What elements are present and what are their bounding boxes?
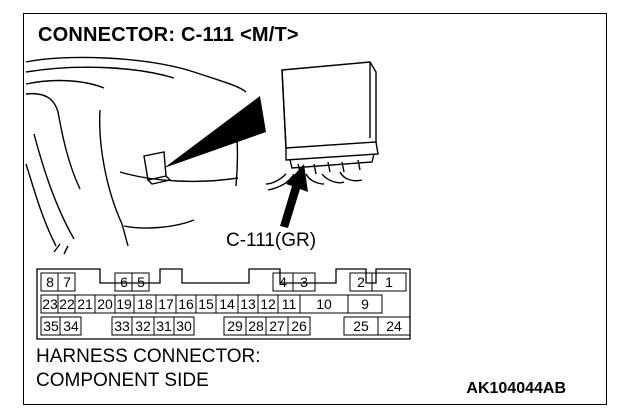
pin-number: 7 [63,274,71,290]
pin-number: 11 [281,296,297,312]
pin-number: 31 [156,318,172,334]
pin-number: 25 [353,318,369,334]
pin-number: 3 [300,274,308,290]
pin-number: 9 [361,296,369,312]
pin-number: 27 [269,318,285,334]
connector-location-illustration [25,56,411,340]
caption-harness-connector: HARNESS CONNECTOR: [36,346,261,367]
pin-number: 2 [357,274,365,290]
pin-number: 14 [219,296,235,312]
connector-callout-label: C-111(GR) [226,230,317,251]
pin-number: 5 [137,274,145,290]
pin-number: 24 [386,318,402,334]
page-title: CONNECTOR: C-111 <M/T> [38,24,299,46]
pin-number: 6 [120,274,128,290]
pin-number: 30 [176,318,192,334]
pin-number: 16 [178,296,194,312]
pin-number: 26 [291,318,307,334]
pin-number: 13 [240,296,256,312]
pin-number: 21 [77,296,93,312]
pin-number: 4 [279,274,287,290]
pin-number: 10 [316,296,332,312]
pin-number: 20 [97,296,113,312]
figure-code: AK104044AB [466,380,566,397]
diagram-frame: CONNECTOR: C-111 <M/T> [23,13,607,405]
pin-number: 22 [59,296,75,312]
pin-number: 23 [42,296,58,312]
pin-number: 8 [46,274,54,290]
caption-component-side: COMPONENT SIDE [36,370,209,391]
pin-number: 29 [227,318,243,334]
pin-number: 19 [116,296,132,312]
pin-number: 34 [63,318,79,334]
pin-number: 33 [114,318,130,334]
pin-number: 18 [137,296,153,312]
pin-number: 28 [248,318,264,334]
pin-number: 15 [198,296,214,312]
pin-number: 35 [43,318,59,334]
pin-number: 12 [260,296,276,312]
pin-number: 32 [135,318,151,334]
pin-number: 1 [385,274,393,290]
pin-number: 17 [158,296,174,312]
